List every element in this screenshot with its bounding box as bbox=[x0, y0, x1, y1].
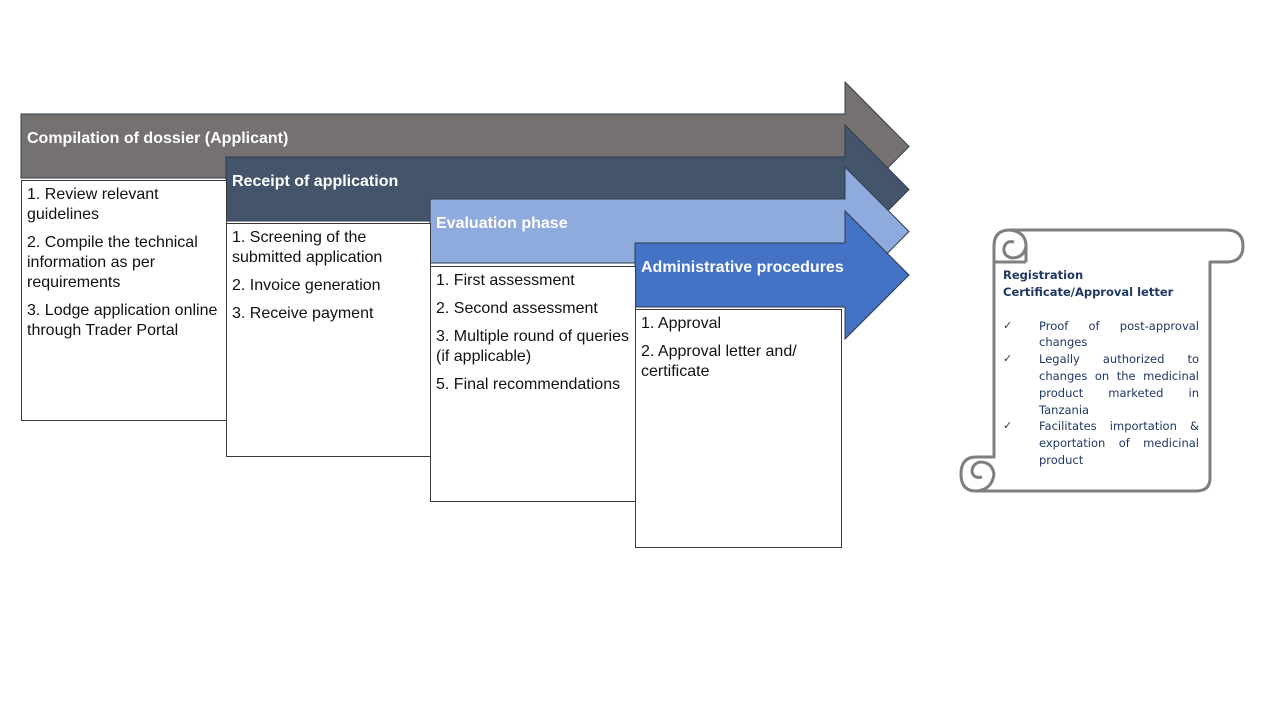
stage-1-item: 2. Compile the technical information as … bbox=[27, 234, 198, 291]
stage-3-box: 1. First assessment 2. Second assessment… bbox=[430, 266, 636, 502]
stage-4-title: Administrative procedures bbox=[641, 259, 844, 276]
stage-4-item: 2. Approval letter and/ certificate bbox=[641, 343, 797, 380]
stage-1-item: 1. Review relevant guidelines bbox=[27, 186, 159, 223]
stage-1-item: 3. Lodge application online through Trad… bbox=[27, 302, 218, 339]
stage-2-item: 3. Receive payment bbox=[232, 305, 374, 322]
stage-3-item: 1. First assessment bbox=[436, 272, 575, 289]
certificate-item: ✓ Facilitates importation & exportation o… bbox=[1003, 418, 1199, 468]
certificate-item: ✓ Legally authorized to changes on the me… bbox=[1003, 351, 1199, 418]
stage-2-item: 2. Invoice generation bbox=[232, 277, 381, 294]
certificate-list: ✓ Proof of post-approval changes ✓ Legally… bbox=[1003, 318, 1199, 469]
stage-3-title: Evaluation phase bbox=[436, 215, 568, 232]
stage-2-title: Receipt of application bbox=[232, 173, 398, 190]
certificate-item-text: Facilitates importation & exportation of… bbox=[1039, 419, 1199, 467]
stage-2-item: 1. Screening of the submitted applicatio… bbox=[232, 229, 383, 266]
certificate-panel: Registration Certificate/Approval letter… bbox=[1003, 267, 1199, 469]
certificate-title: Registration Certificate/Approval letter bbox=[1003, 268, 1174, 299]
certificate-item: ✓ Proof of post-approval changes bbox=[1003, 318, 1199, 352]
stage-4-box: 1. Approval 2. Approval letter and/ cert… bbox=[635, 309, 842, 548]
check-icon: ✓ bbox=[1003, 419, 1013, 433]
stage-3-item: 2. Second assessment bbox=[436, 300, 598, 317]
stage-4-arrow bbox=[634, 209, 910, 341]
check-icon: ✓ bbox=[1003, 352, 1013, 366]
stage-3-item: 3. Multiple round of queries (if applica… bbox=[436, 328, 629, 365]
stage-1-box: 1. Review relevant guidelines 2. Compile… bbox=[21, 180, 227, 421]
certificate-item-text: Legally authorized to changes on the med… bbox=[1039, 352, 1199, 417]
check-icon: ✓ bbox=[1003, 318, 1013, 332]
stage-2-box: 1. Screening of the submitted applicatio… bbox=[226, 223, 431, 457]
certificate-item-text: Proof of post-approval changes bbox=[1039, 318, 1199, 350]
stage-1-title: Compilation of dossier (Applicant) bbox=[27, 130, 288, 147]
stage-3-item: 5. Final recommendations bbox=[436, 376, 621, 393]
stage-4-item: 1. Approval bbox=[641, 315, 722, 332]
